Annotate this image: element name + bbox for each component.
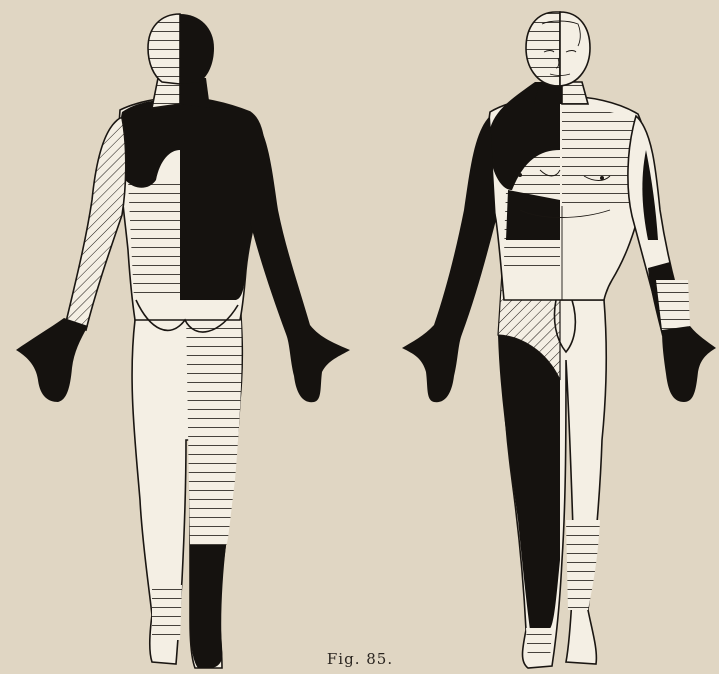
front-view-figure	[402, 12, 716, 668]
back-view-figure	[16, 14, 350, 668]
figure-caption: Fig. 85.	[300, 650, 420, 668]
